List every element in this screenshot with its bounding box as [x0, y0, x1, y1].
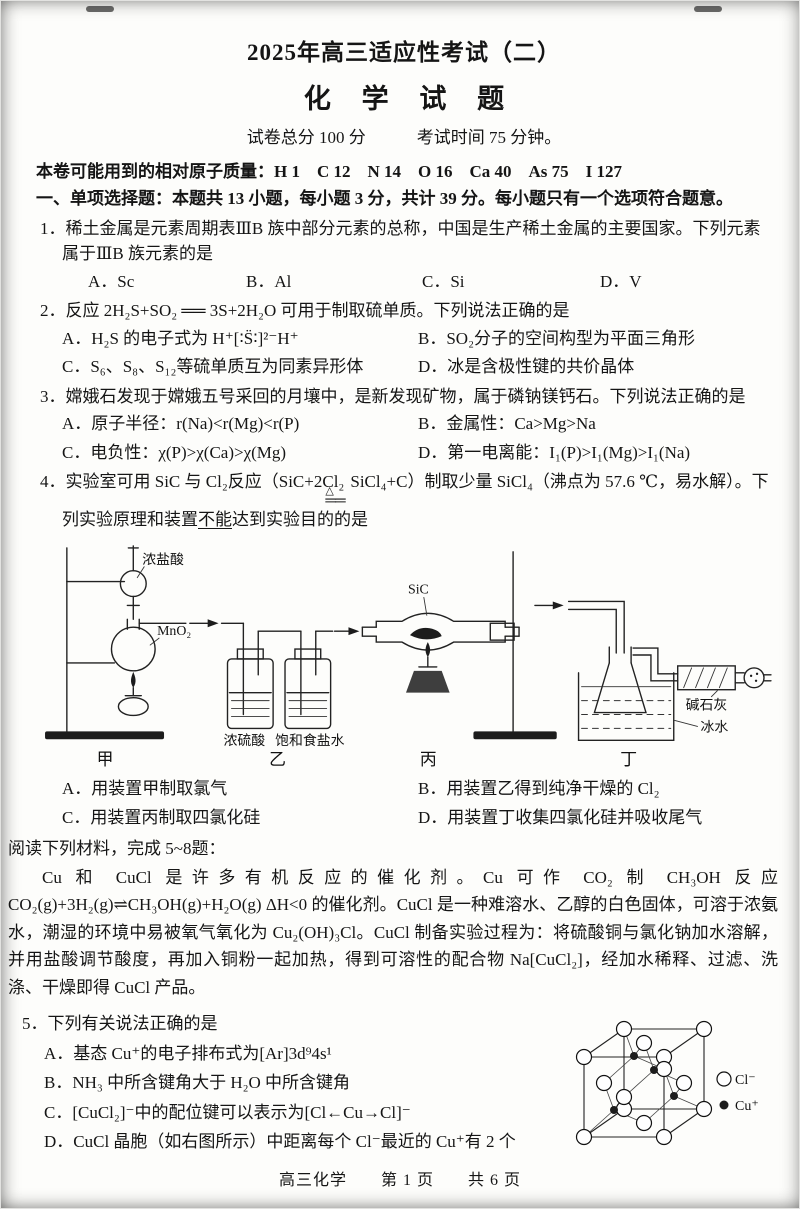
- scan-artifact: [694, 6, 722, 12]
- q2-option-c: C．S₆、S₈、S₁₂等硫单质互为同素异形体: [62, 357, 364, 376]
- question-4-options: A．用装置甲制取氯气 B．用装置乙得到纯净干燥的 Cl₂ C．用装置丙制取四氯化…: [36, 776, 772, 830]
- flow-arrow-2: [333, 627, 360, 636]
- q2-option-a: A．H₂S 的电子式为 H⁺[∶S̈∶]²⁻H⁺: [62, 328, 299, 348]
- unit-cell: [575, 1021, 713, 1146]
- q4-option-c: C．用装置丙制取四氯化硅: [62, 807, 261, 827]
- q3-option-b: B．金属性：Ca>Mg>Na: [418, 414, 596, 433]
- question-3-stem: 3．嫦娥石发现于嫦娥五号采回的月壤中，是新发现矿物，属于磷钠镁钙石。下列说法正确…: [40, 386, 746, 406]
- label-ice-water: 冰水: [701, 720, 729, 736]
- q4-stem-pre: 4．实验室可用 SiC 与 Cl₂反应（SiC+2Cl₂: [40, 472, 345, 491]
- question-5: 5．下列有关说法正确的是 A．基态 Cu⁺的电子排布式为[Ar]3d⁹4s¹ B…: [22, 1007, 772, 1165]
- q3-option-d: D．第一电离能：I₁(P)>I₁(Mg)>I₁(Na): [418, 442, 691, 462]
- cucl-unit-cell-figure: Cl⁻ Cu⁺: [575, 1021, 759, 1146]
- question-2-options: A．H₂S 的电子式为 H⁺[∶S̈∶]²⁻H⁺ B．SO₂分子的空间构型为平面…: [36, 326, 772, 380]
- question-1: 1．稀土金属是元素周期表ⅢB 族中部分元素的总称，中国是生产稀土金属的主要国家。…: [36, 216, 772, 295]
- section-heading: 一、单项选择题：本题共 13 小题，每小题 3 分，共计 39 分。每小题只有一…: [36, 189, 733, 208]
- scan-artifact: [86, 6, 114, 12]
- label-mno2: MnO₂: [157, 624, 191, 639]
- atomic-masses-line: 本卷可能用到的相对原子质量：H 1 C 12 N 14 O 16 Ca 40 A…: [36, 161, 623, 181]
- exam-title: 2025年高三适应性考试（二）: [247, 40, 561, 65]
- q4-stem-post: 达到实验目的的是: [232, 509, 368, 529]
- q4-option-a: A．用装置甲制取氯气: [62, 779, 228, 799]
- label-ding: 丁: [620, 750, 637, 769]
- flow-arrow-3: [534, 601, 564, 610]
- q1-option-c: C．Si: [422, 271, 465, 291]
- q1-option-a: A．Sc: [88, 271, 135, 291]
- q5-option-a: A．基态 Cu⁺的电子排布式为[Ar]3d⁹4s¹: [44, 1043, 332, 1063]
- q1-option-d: D．V: [600, 271, 642, 291]
- q4-option-b: B．用装置乙得到纯净干燥的 Cl₂: [418, 779, 660, 799]
- flow-arrow-1: [189, 619, 219, 628]
- material-intro: 阅读下列材料，完成 5~8题：: [8, 839, 226, 859]
- exam-subject: 化 学 试 题: [303, 83, 517, 114]
- q2-option-b: B．SO₂分子的空间构型为平面三角形: [418, 328, 695, 348]
- material-body: Cu 和 CuCl 是许多有机反应的催化剂。Cu 可作 CO₂ 制 CH₃OH …: [8, 867, 778, 997]
- q4-option-d: D．用装置丁收集四氯化硅并吸收尾气: [418, 807, 703, 827]
- q3-option-c: C．电负性：χ(P)>χ(Ca)>χ(Mg): [62, 442, 287, 462]
- q5-option-c: C．[CuCl₂]⁻中的配位键可以表示为[Cl←Cu→Cl]⁻: [44, 1102, 411, 1122]
- question-4-stem: 4．实验室可用 SiC 与 Cl₂反应（SiC+2Cl₂△══SiCl₄+C）制…: [40, 472, 769, 529]
- q4-stem-mid: SiCl₄+C）制取少量 SiCl₄（沸点为 57.6 ℃，易水解）。下列实验原…: [62, 472, 769, 529]
- question-2: 2．反应 2H₂S+SO₂ ══ 3S+2H₂O 可用于制取硫单质。下列说法正确…: [36, 298, 772, 380]
- reading-material: 阅读下列材料，完成 5~8题： Cu 和 CuCl 是许多有机反应的催化剂。Cu…: [8, 836, 778, 1001]
- question-5-figure: Cl⁻ Cu⁺: [566, 1007, 772, 1165]
- label-soda-lime: 碱石灰: [686, 698, 728, 714]
- question-1-stem: 1．稀土金属是元素周期表ⅢB 族中部分元素的总称，中国是生产稀土金属的主要国家。…: [40, 218, 761, 264]
- label-conc-hcl: 浓盐酸: [142, 552, 184, 568]
- apparatus-jia: 浓盐酸 MnO₂ 甲: [45, 545, 191, 769]
- question-3-options: A．原子半径：r(Na)<r(Mg)<r(P) B．金属性：Ca>Mg>Na C…: [36, 411, 772, 465]
- question-3: 3．嫦娥石发现于嫦娥五号采回的月壤中，是新发现矿物，属于磷钠镁钙石。下列说法正确…: [36, 384, 772, 466]
- label-bing: 丙: [420, 750, 437, 769]
- label-jia: 甲: [97, 750, 114, 769]
- legend-cu-label: Cu⁺: [735, 1099, 759, 1114]
- legend-cl-label: Cl⁻: [735, 1073, 756, 1088]
- question-4: 4．实验室可用 SiC 与 Cl₂反应（SiC+2Cl₂△══SiCl₄+C）制…: [36, 469, 772, 830]
- q1-option-b: B．Al: [246, 271, 292, 291]
- q5-option-b: B．NH₃ 中所含键角大于 H₂O 中所含键角: [44, 1073, 351, 1093]
- question-5-text: 5．下列有关说法正确的是 A．基态 Cu⁺的电子排布式为[Ar]3d⁹4s¹ B…: [22, 1007, 566, 1165]
- label-yi: 乙: [269, 750, 286, 769]
- label-saturated-brine: 饱和食盐水: [275, 732, 345, 749]
- label-sic: SiC: [408, 583, 429, 598]
- exam-meta: 试卷总分 100 分 考试时间 75 分钟。: [246, 128, 562, 147]
- apparatus-yi: 浓硫酸 饱和食盐水 乙: [220, 622, 345, 769]
- q4-stem-negation: 不能: [198, 509, 232, 529]
- label-conc-h2so4: 浓硫酸: [224, 733, 266, 749]
- question-2-stem: 2．反应 2H₂S+SO₂ ══ 3S+2H₂O 可用于制取硫单质。下列说法正确…: [40, 301, 570, 320]
- question-1-options: A．Sc B．Al C．Si D．V: [36, 269, 772, 295]
- q3-option-a: A．原子半径：r(Na)<r(Mg)<r(P): [62, 414, 300, 433]
- q5-option-d: D．CuCl 晶胞（如右图所示）中距离每个 Cl⁻最近的 Cu⁺有 2 个: [44, 1132, 516, 1152]
- q4-apparatus-figure: 浓盐酸 MnO₂ 甲: [45, 545, 772, 769]
- page-footer: 高三化学 第 1 页 共 6 页: [278, 1172, 521, 1189]
- question-5-stem: 5．下列有关说法正确的是: [22, 1014, 218, 1034]
- apparatus-bing: SiC 丙: [361, 551, 557, 769]
- apparatus-ding: 碱石灰 冰水 丁: [567, 601, 772, 769]
- q2-option-d: D．冰是含极性键的共价晶体: [418, 357, 635, 376]
- crystal-legend: Cl⁻ Cu⁺: [716, 1071, 759, 1114]
